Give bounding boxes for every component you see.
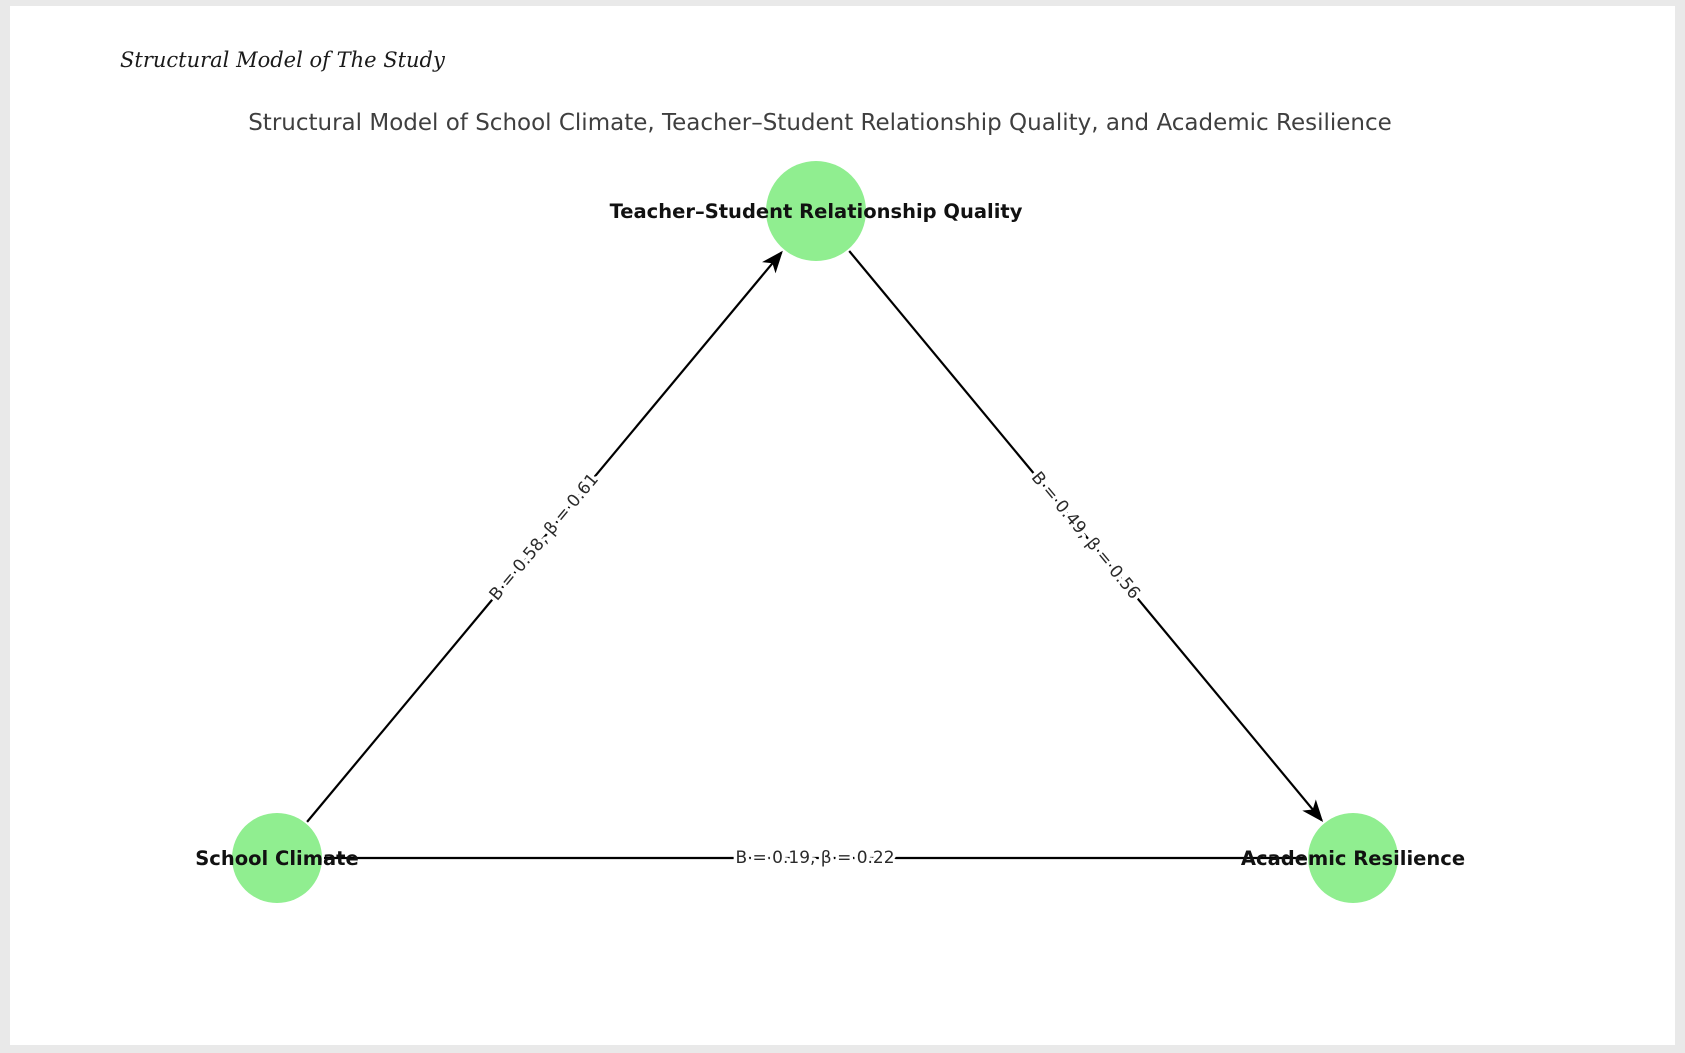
edge-label-teacher_to_resilience: B = 0.49, β = 0.56B = 0.49, β = 0.56 (1023, 465, 1147, 607)
edge-label-climate_to_teacher: B = 0.58, β = 0.61B = 0.58, β = 0.61 (482, 466, 606, 608)
page-header-title: Structural Model of The Study (120, 48, 445, 72)
page-frame-bottom (0, 1045, 1685, 1053)
page-frame-top (0, 0, 1685, 6)
node-label-academic_resilience: Academic Resilience (1241, 847, 1465, 870)
page-frame-left (0, 0, 10, 1053)
node-academic_resilience[interactable] (1308, 813, 1398, 903)
node-labels-layer: School Climate Teacher–Student Relationsh… (195, 200, 1465, 870)
edges-layer (306, 250, 1324, 860)
edge-label-text: B = 0.58, β = 0.61 (486, 470, 603, 605)
edge-label-halo: B = 0.19, β = 0.22 (735, 848, 894, 868)
chart-title: Structural Model of School Climate, Teac… (248, 110, 1392, 136)
edge-label-text: B = 0.19, β = 0.22 (735, 848, 894, 868)
node-label-teacher_student: Teacher–Student Relationship Quality (610, 200, 1023, 223)
nodes-layer (232, 161, 1398, 903)
node-school_climate[interactable] (232, 813, 322, 903)
page-frame-right (1675, 0, 1685, 1053)
edge-teacher_to_resilience (848, 250, 1324, 822)
node-label-school_climate: School Climate (195, 847, 358, 870)
node-teacher_student[interactable] (766, 161, 866, 261)
edge-label-text: B = 0.49, β = 0.56 (1027, 468, 1144, 603)
edge-climate_to_teacher (306, 250, 783, 823)
edge-label-climate_to_resilience: B = 0.19, β = 0.22B = 0.19, β = 0.22 (732, 845, 898, 872)
